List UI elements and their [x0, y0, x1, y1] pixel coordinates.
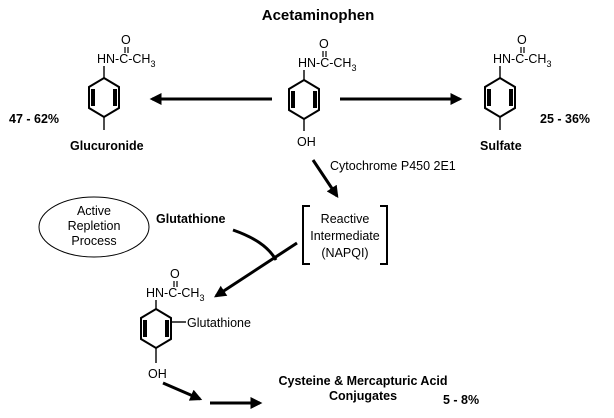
repletion-process: Active Repletion Process [38, 196, 150, 258]
glucuronide-molecule: O HN-C-CH3 Glucuronide 47 - 62% [9, 33, 155, 153]
glutathione-label: Glutathione [156, 212, 225, 226]
repletion-line-3: Process [71, 234, 116, 248]
conjugate-hydroxyl: OH [148, 367, 167, 381]
glucuronide-label: Glucuronide [70, 139, 144, 153]
enzyme-label: Cytochrome P450 2E1 [330, 159, 456, 173]
final-product-percent: 5 - 8% [443, 393, 479, 407]
final-product-line-2: Conjugates [329, 389, 397, 403]
hydroxyl-group: OH [297, 135, 316, 149]
sulfate-percent: 25 - 36% [540, 112, 590, 126]
reactive-intermediate: Reactive Intermediate (NAPQI) [302, 205, 388, 265]
carbonyl-oxygen: O [517, 33, 527, 47]
acetamide-group: HN-C-CH3 [146, 286, 204, 303]
acetamide-group: HN-C-CH3 [97, 52, 155, 69]
carbonyl-oxygen: O [170, 267, 180, 281]
glutathione-conjugate-molecule: O HN-C-CH3 Glutathione OH [140, 267, 251, 381]
glucuronide-percent: 47 - 62% [9, 112, 59, 126]
benzene-ring [88, 76, 120, 119]
carbonyl-oxygen: O [121, 33, 131, 47]
acetaminophen-molecule: O HN-C-CH3 OH [288, 37, 356, 149]
repletion-line-1: Active [77, 204, 111, 218]
benzene-ring [288, 78, 320, 121]
arrow-to-intermediate [311, 159, 339, 198]
arrow-conjugate-1 [162, 381, 203, 401]
final-product-line-1: Cysteine & Mercapturic Acid [278, 374, 447, 388]
carbonyl-oxygen: O [319, 37, 329, 51]
sulfate-label: Sulfate [480, 139, 522, 153]
acetamide-group: HN-C-CH3 [493, 52, 551, 69]
acetamide-group: HN-C-CH3 [298, 56, 356, 73]
intermediate-line-2: Intermediate [310, 229, 380, 243]
arrow-to-conjugate [213, 241, 298, 298]
benzene-ring [484, 76, 516, 119]
intermediate-line-3: (NAPQI) [321, 246, 368, 260]
repletion-line-2: Repletion [68, 219, 121, 233]
diagram-title: Acetaminophen [262, 7, 375, 24]
sulfate-molecule: O HN-C-CH3 Sulfate 25 - 36% [480, 33, 590, 153]
intermediate-line-1: Reactive [321, 212, 370, 226]
benzene-ring [140, 307, 172, 350]
glutathione-curve [232, 228, 278, 261]
conjugate-substituent: Glutathione [187, 316, 251, 330]
